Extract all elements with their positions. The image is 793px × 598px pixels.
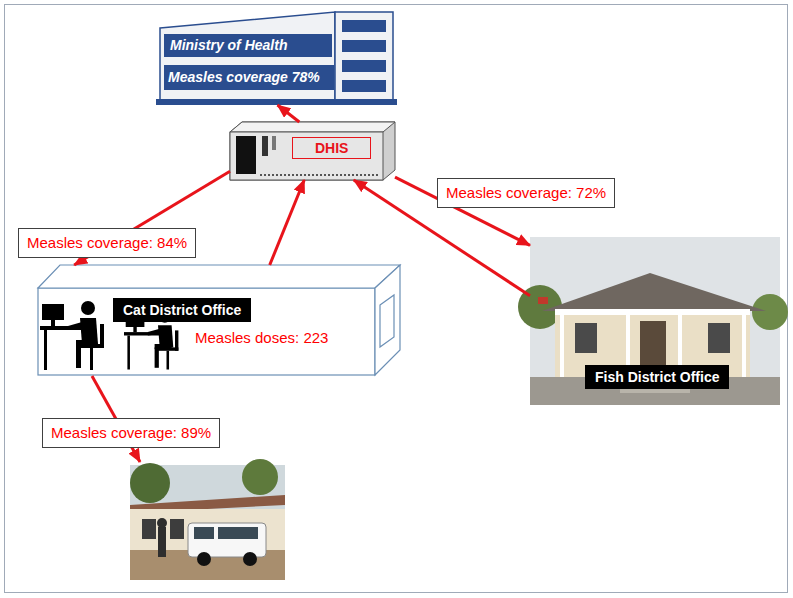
node-title: Ministry of Health bbox=[170, 37, 287, 53]
flow-arrow bbox=[270, 180, 305, 265]
ministry-building bbox=[156, 12, 397, 105]
server-box bbox=[230, 122, 395, 180]
edge-label: Measles doses: 223 bbox=[192, 328, 331, 348]
office-photo bbox=[518, 237, 788, 405]
district-office: Fish District Office bbox=[530, 237, 780, 405]
flow-label: Measles coverage: 89% bbox=[42, 418, 220, 448]
flow-arrow bbox=[278, 105, 300, 122]
frame-border bbox=[5, 5, 788, 593]
office-box-outline bbox=[38, 265, 400, 375]
node-title: Cat District Office bbox=[113, 298, 251, 322]
node-title: DHIS bbox=[292, 137, 371, 159]
node-title: Fish District Office bbox=[585, 365, 729, 389]
computer-user-icon bbox=[40, 301, 104, 370]
edge-label: Measles coverage: 72% bbox=[437, 178, 615, 208]
node-text: Measles coverage 78% bbox=[168, 69, 320, 85]
server-node: DHIS bbox=[230, 122, 395, 180]
edge-label: Measles coverage: 84% bbox=[18, 228, 196, 258]
district-office: Cat District Office bbox=[38, 265, 400, 375]
ministry-building: Ministry of HealthMeasles coverage 78% bbox=[160, 10, 395, 105]
clinic-photo bbox=[130, 459, 285, 580]
